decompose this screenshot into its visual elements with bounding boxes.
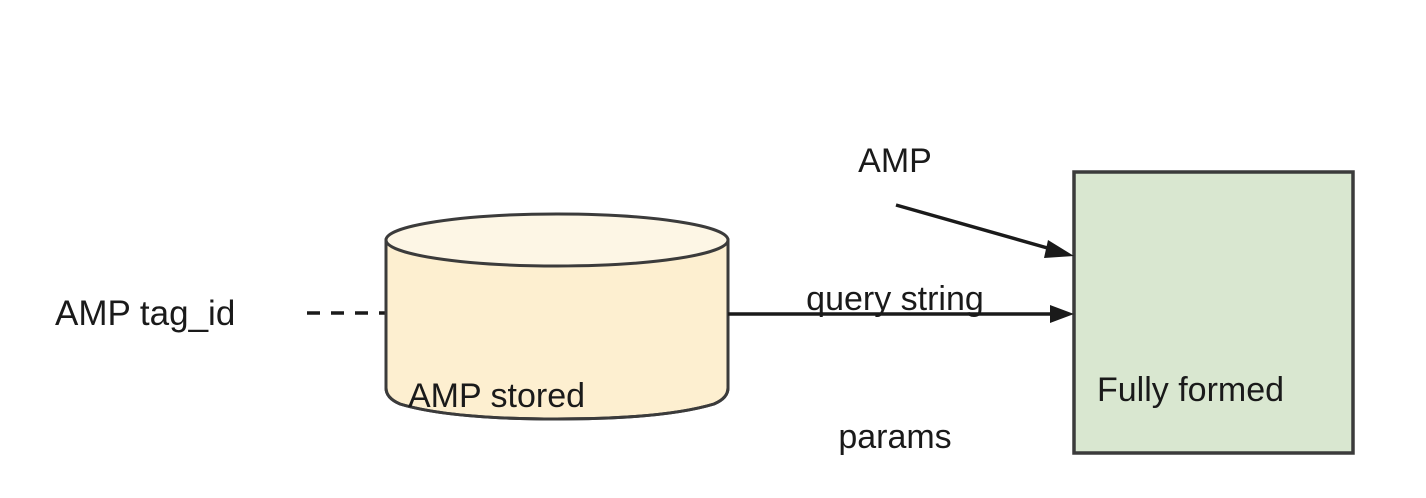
edge-template-to-ortb [728,305,1074,323]
arrowhead-icon [1044,240,1074,258]
arrowhead-icon [1050,305,1074,323]
label-line: query string [806,280,984,318]
cylinder-top-ellipse [384,212,730,268]
label-amp-query-string-params: AMP query string params [770,46,1020,498]
label-fully-formed-ortb: Fully formed ORTB [1097,270,1284,498]
diagonal-connector-line [895,203,1059,253]
edge-params-to-ortb [895,203,1074,258]
label-amp-stored-request-template: AMP stored request template [408,276,661,498]
label-line: Fully formed [1097,371,1285,409]
label-line: AMP [858,142,932,180]
cylinder-bottom-arc [384,387,730,421]
node-fully-formed-ortb[interactable] [1072,170,1355,455]
label-line: params [838,418,952,456]
node-amp-stored-request-template[interactable] [384,212,730,421]
label-amp-tag-id: AMP tag_id [55,294,236,333]
label-line: AMP stored [408,377,586,415]
ortb-box-rect [1072,170,1355,455]
